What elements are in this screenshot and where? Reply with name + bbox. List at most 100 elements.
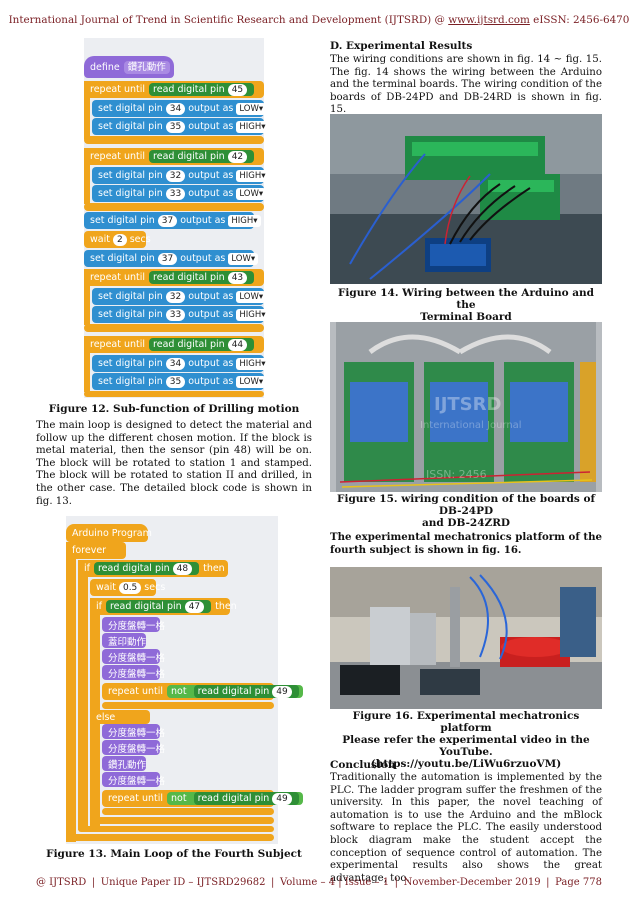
pin-value[interactable]: 34: [165, 357, 186, 370]
pin-value[interactable]: 49: [272, 793, 292, 805]
block-text: set digital pin: [98, 170, 163, 181]
wait-seconds-value[interactable]: 2: [112, 233, 127, 246]
repeat-end: [84, 203, 264, 211]
block-text: read digital pin: [109, 601, 182, 612]
level-dropdown[interactable]: HIGH▾: [236, 357, 269, 370]
level-dropdown[interactable]: HIGH▾: [236, 169, 269, 182]
block-text: repeat until: [90, 151, 146, 162]
figure-15-photo: IJTSRD International Journal ISSN: 2456: [330, 322, 602, 492]
pin-value[interactable]: 42: [227, 151, 248, 163]
level-dropdown[interactable]: LOW▾: [236, 102, 267, 115]
level-value: HIGH: [239, 121, 262, 132]
forever-end: [66, 834, 274, 841]
pin-value[interactable]: 35: [165, 120, 186, 133]
block-text: Arduino Program: [72, 527, 152, 539]
pin-value[interactable]: 33: [165, 308, 186, 321]
level-dropdown[interactable]: HIGH▾: [228, 214, 261, 227]
level-dropdown[interactable]: LOW▾: [228, 252, 259, 265]
block-text: repeat until: [108, 686, 164, 697]
pin-value[interactable]: 49: [272, 686, 292, 698]
block-text: if: [84, 563, 90, 574]
pin-value[interactable]: 47: [184, 601, 205, 613]
level-dropdown[interactable]: HIGH▾: [236, 308, 269, 321]
call-block: 分度盤轉一格: [102, 617, 165, 632]
footer-separator: |: [394, 877, 399, 888]
block-text: set digital pin: [98, 291, 163, 302]
pin-value[interactable]: 32: [165, 290, 186, 303]
block-text: output as: [188, 188, 234, 199]
pin-value[interactable]: 43: [227, 272, 248, 284]
figure-14-photo: [330, 114, 602, 284]
level-dropdown[interactable]: LOW▾: [236, 187, 267, 200]
figure-16-caption: Figure 16. Experimental mechatronics pla…: [330, 710, 602, 770]
level-dropdown[interactable]: LOW▾: [236, 375, 267, 388]
journal-url-link[interactable]: www.ijtsrd.com: [448, 14, 530, 26]
call-block: 分度盤轉一格: [102, 772, 165, 787]
pin-value[interactable]: 34: [165, 102, 186, 115]
block-text: set digital pin: [98, 121, 163, 132]
footer-volume: Volume – 4 | Issue – 1: [279, 877, 390, 888]
call-block: 鑽孔動作: [102, 756, 146, 771]
pin-value[interactable]: 44: [227, 339, 248, 351]
level-dropdown[interactable]: LOW▾: [236, 290, 267, 303]
block-text: output as: [188, 376, 234, 387]
mechatronics-platform-photo-image: [330, 567, 602, 709]
block-text: read digital pin: [153, 84, 225, 95]
block-text: set digital pin: [90, 215, 155, 226]
define-label: define: [90, 61, 120, 73]
conclusion-paragraph: Traditionally the automation is implemen…: [330, 772, 602, 884]
block-text: forever: [72, 545, 107, 556]
block-text: set digital pin: [98, 103, 163, 114]
pin-value[interactable]: 48: [172, 563, 193, 575]
level-value: LOW: [239, 188, 259, 199]
wait-seconds-value[interactable]: 0.5: [118, 581, 142, 594]
block-text: set digital pin: [90, 253, 155, 264]
footer-paper-id: Unique Paper ID – IJTSRD29682: [100, 877, 266, 888]
repeat-end: [84, 324, 264, 332]
page-footer: @ IJTSRD | Unique Paper ID – IJTSRD29682…: [36, 877, 602, 888]
level-value: LOW: [239, 376, 259, 387]
journal-header: International Journal of Trend in Scient…: [0, 14, 638, 26]
block-text: output as: [180, 253, 226, 264]
level-dropdown[interactable]: HIGH▾: [236, 120, 269, 133]
block-text: 分度盤轉一格: [108, 743, 166, 755]
pin-value[interactable]: 35: [165, 375, 186, 388]
repeat-bar: [84, 336, 90, 392]
left-body-paragraph: The main loop is designed to detect the …: [36, 420, 312, 507]
block-text: then: [203, 563, 225, 574]
block-text: then: [215, 601, 237, 612]
pin-value[interactable]: 37: [157, 214, 178, 227]
pin-value[interactable]: 37: [157, 252, 178, 265]
terminal-boards-photo-image: [330, 322, 602, 492]
figure-14-caption-line: Terminal Board: [420, 311, 512, 323]
call-block: 蓋印動作: [102, 633, 146, 648]
level-value: HIGH: [231, 215, 254, 226]
block-text: repeat until: [90, 84, 146, 95]
figure-13-caption: Figure 13. Main Loop of the Fourth Subje…: [46, 848, 302, 860]
forever-bar: [66, 542, 76, 842]
footer-separator: |: [271, 877, 275, 888]
figure-16-caption-line: Please refer the experimental video in t…: [342, 734, 590, 758]
footer-separator: |: [91, 877, 96, 888]
repeat-bar: [84, 148, 90, 204]
watermark-text: IJTSRD: [434, 394, 502, 415]
else-block: else: [90, 710, 150, 724]
pin-value[interactable]: 33: [165, 187, 186, 200]
block-text: 蓋印動作: [108, 636, 147, 648]
figure-16-intro: The experimental mechatronics platform o…: [330, 531, 602, 556]
repeat-bar: [84, 269, 90, 325]
block-text: output as: [188, 309, 234, 320]
wiring-photo-image: [330, 114, 602, 284]
pin-value[interactable]: 45: [227, 84, 248, 96]
pin-value[interactable]: 32: [165, 169, 186, 182]
block-text: output as: [188, 358, 234, 369]
